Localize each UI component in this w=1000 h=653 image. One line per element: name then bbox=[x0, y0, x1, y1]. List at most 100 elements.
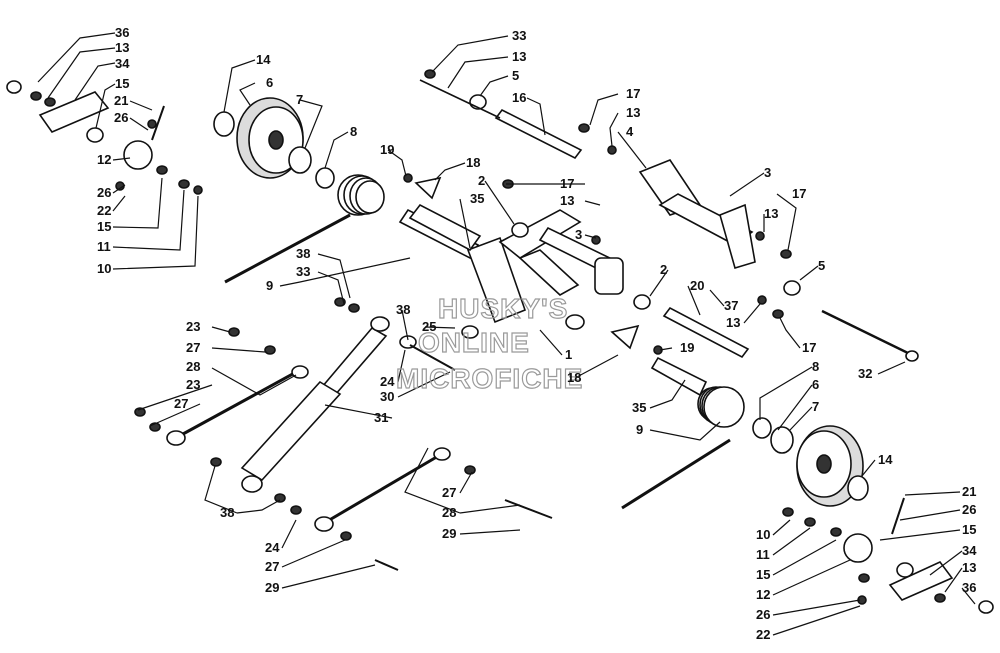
callout-label: 17 bbox=[626, 86, 640, 101]
long-bolt-32 bbox=[821, 309, 919, 362]
shock-absorber bbox=[240, 316, 390, 493]
fasteners bbox=[30, 69, 946, 605]
callout-label: 38 bbox=[220, 505, 234, 520]
callout-label: 16 bbox=[512, 90, 526, 105]
spring-arms bbox=[224, 213, 731, 510]
watermark-line-3: MICROFICHE bbox=[396, 363, 583, 394]
callout-label: 38 bbox=[296, 246, 310, 261]
callout-label: 13 bbox=[726, 315, 740, 330]
callout-label: 18 bbox=[466, 155, 480, 170]
callout-label: 5 bbox=[512, 68, 519, 83]
callout-label: 36 bbox=[115, 25, 129, 40]
watermark-line-1: HUSKY'S bbox=[438, 293, 568, 324]
callout-label: 28 bbox=[186, 359, 200, 374]
callout-label: 3 bbox=[764, 165, 771, 180]
callout-label: 6 bbox=[266, 75, 273, 90]
axle-bracket-left bbox=[6, 80, 153, 170]
callout-label: 11 bbox=[97, 239, 111, 254]
callout-label: 24 bbox=[265, 540, 280, 555]
callout-label: 35 bbox=[632, 400, 646, 415]
lower-links bbox=[166, 365, 451, 532]
spring-right bbox=[697, 386, 745, 428]
callout-label: 15 bbox=[97, 219, 111, 234]
callout-label: 15 bbox=[962, 522, 976, 537]
callout-label: 36 bbox=[962, 580, 976, 595]
callout-label: 15 bbox=[756, 567, 770, 582]
callout-label: 2 bbox=[478, 173, 485, 188]
callout-label: 17 bbox=[792, 186, 806, 201]
callout-label: 4 bbox=[626, 124, 634, 139]
callout-label: 6 bbox=[812, 377, 819, 392]
callout-label: 21 bbox=[114, 93, 128, 108]
callout-label: 11 bbox=[756, 547, 770, 562]
callout-label: 20 bbox=[690, 278, 704, 293]
bracket-assembly bbox=[638, 159, 756, 269]
callout-label: 9 bbox=[636, 422, 643, 437]
spring-left bbox=[337, 174, 385, 216]
callout-label: 27 bbox=[186, 340, 200, 355]
callout-label: 13 bbox=[115, 40, 129, 55]
callout-label: 32 bbox=[858, 366, 872, 381]
callout-label: 29 bbox=[442, 526, 456, 541]
callout-label: 23 bbox=[186, 377, 200, 392]
callout-label: 10 bbox=[756, 527, 770, 542]
callout-label: 30 bbox=[380, 389, 394, 404]
callout-label: 13 bbox=[962, 560, 976, 575]
callout-label: 13 bbox=[626, 105, 640, 120]
callout-label: 18 bbox=[567, 370, 581, 385]
idler-wheel-right bbox=[752, 417, 869, 507]
callout-label: 22 bbox=[97, 203, 111, 218]
callout-label: 38 bbox=[396, 302, 410, 317]
callout-label: 17 bbox=[802, 340, 816, 355]
callout-label: 15 bbox=[115, 76, 129, 91]
callout-label: 33 bbox=[512, 28, 526, 43]
callout-label: 23 bbox=[186, 319, 200, 334]
callout-label: 8 bbox=[812, 359, 819, 374]
callout-label: 33 bbox=[296, 264, 310, 279]
callout-label: 34 bbox=[962, 543, 977, 558]
callout-label: 26 bbox=[114, 110, 128, 125]
callout-label: 17 bbox=[560, 176, 574, 191]
callout-label: 26 bbox=[962, 502, 976, 517]
callout-label: 14 bbox=[256, 52, 271, 67]
callout-label: 26 bbox=[756, 607, 770, 622]
callout-label: 19 bbox=[380, 142, 394, 157]
callout-label: 13 bbox=[764, 206, 778, 221]
callout-label: 9 bbox=[266, 278, 273, 293]
callout-label: 35 bbox=[470, 191, 484, 206]
callout-label: 7 bbox=[812, 399, 819, 414]
leader-lines bbox=[37, 32, 976, 636]
callout-label: 27 bbox=[265, 559, 279, 574]
callout-label: 24 bbox=[380, 374, 395, 389]
callout-label: 22 bbox=[756, 627, 770, 642]
callout-label: 21 bbox=[962, 484, 976, 499]
callout-label: 27 bbox=[174, 396, 188, 411]
callout-label: 19 bbox=[680, 340, 694, 355]
callout-label: 37 bbox=[724, 298, 738, 313]
callout-label: 26 bbox=[97, 185, 111, 200]
callout-label: 25 bbox=[422, 319, 436, 334]
idler-wheel-left bbox=[213, 97, 335, 189]
callout-label: 27 bbox=[442, 485, 456, 500]
callout-label: 2 bbox=[660, 262, 667, 277]
callout-label: 13 bbox=[512, 49, 526, 64]
callout-label: 31 bbox=[374, 410, 388, 425]
callout-label: 5 bbox=[818, 258, 825, 273]
callout-label: 14 bbox=[878, 452, 893, 467]
callout-label: 12 bbox=[756, 587, 770, 602]
callout-label: 3 bbox=[575, 227, 582, 242]
callout-label: 12 bbox=[97, 152, 111, 167]
callout-label: 10 bbox=[97, 261, 111, 276]
spacers bbox=[399, 94, 801, 397]
callout-label: 29 bbox=[265, 580, 279, 595]
axle-bracket-right bbox=[843, 533, 994, 614]
cross-shaft-16 bbox=[494, 108, 583, 160]
callout-label: 1 bbox=[565, 347, 572, 362]
watermark: HUSKY'S ONLINE MICROFICHE bbox=[395, 292, 583, 394]
cross-shaft-20 bbox=[662, 306, 750, 359]
triangle-plates bbox=[414, 176, 640, 350]
callout-labels: 36 13 34 15 21 26 12 26 22 15 11 10 14 6… bbox=[97, 25, 977, 642]
callout-label: 7 bbox=[296, 92, 303, 107]
callout-label: 13 bbox=[560, 193, 574, 208]
